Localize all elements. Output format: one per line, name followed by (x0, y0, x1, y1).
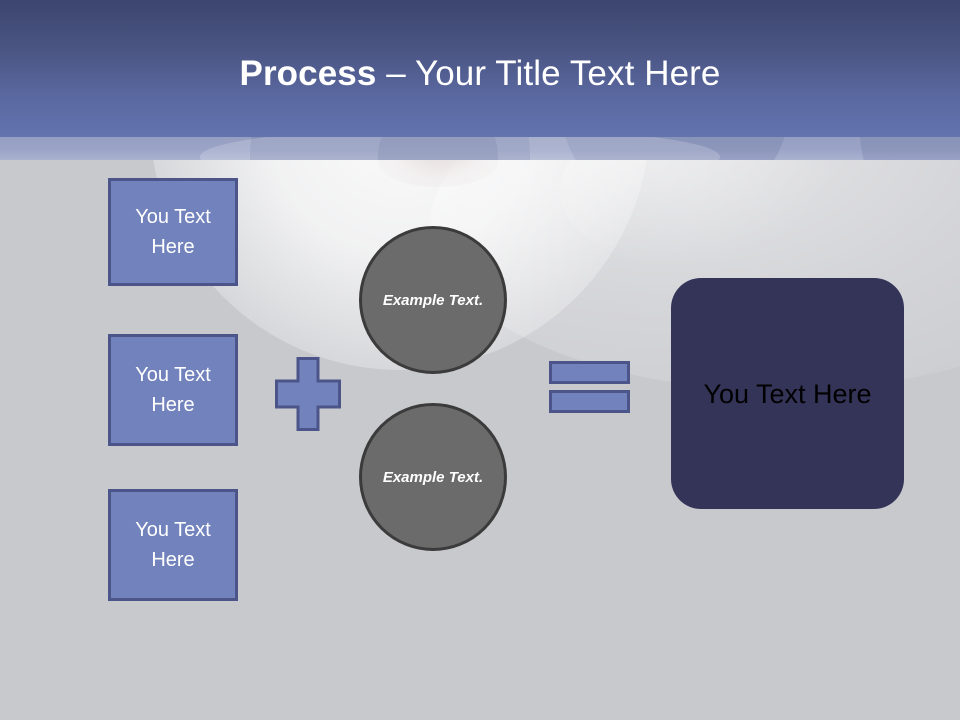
slide-title-bold: Process (239, 54, 377, 93)
header-accent-band (0, 137, 960, 160)
equals-bar-top (549, 361, 630, 384)
example-circle-2[interactable]: Example Text. (359, 403, 507, 551)
input-box-1[interactable]: You Text Here (108, 178, 238, 286)
equals-icon (549, 361, 630, 413)
input-box-1-label: You Text Here (135, 206, 211, 258)
example-circle-1-label: Example Text. (382, 291, 484, 309)
band-highlight (200, 137, 720, 160)
input-box-2[interactable]: You Text Here (108, 334, 238, 446)
example-circle-2-label: Example Text. (382, 468, 484, 486)
result-box[interactable]: You Text Here (671, 278, 904, 509)
plus-icon (275, 357, 341, 431)
input-box-3[interactable]: You Text Here (108, 489, 238, 601)
equals-bar-bottom (549, 390, 630, 413)
band-decor-circle-4 (860, 137, 960, 160)
slide-title-rest: Your Title Text Here (415, 54, 721, 93)
input-box-2-label: You Text Here (135, 364, 211, 416)
example-circle-1[interactable]: Example Text. (359, 226, 507, 374)
slide-title: Process – Your Title Text Here (0, 52, 960, 96)
result-box-label: You Text Here (703, 378, 872, 409)
input-box-3-label: You Text Here (135, 519, 211, 571)
slide-title-separator: – (376, 54, 415, 93)
